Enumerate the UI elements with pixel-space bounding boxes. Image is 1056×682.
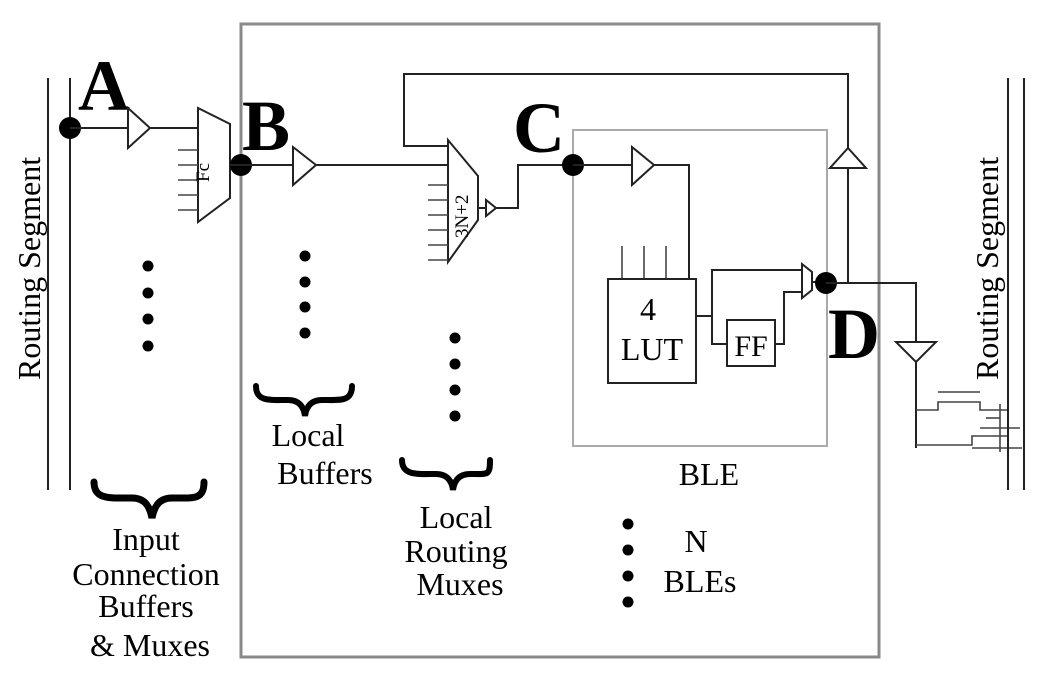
n-bles-label: N BLEs <box>664 523 737 599</box>
ble-input-buffer <box>631 144 656 188</box>
lut-label: 4 LUT <box>621 291 684 367</box>
right-routing-segment <box>1007 78 1025 490</box>
right-routing-segment-label: Routing Segment <box>969 157 1005 380</box>
local-buffer <box>292 144 318 188</box>
local-buffers-label: Local Buffers <box>272 417 373 491</box>
local-buffers-brace <box>253 383 355 417</box>
input-connection-buffer <box>127 105 152 151</box>
ff-block <box>726 319 776 367</box>
local-routing-muxes-brace <box>399 457 493 491</box>
input-connection-label: Input Connection Buffers & Muxes <box>72 521 228 663</box>
node-b-label: B <box>242 86 290 166</box>
local-routing-muxes-ellipsis <box>449 332 461 422</box>
n-bles-ellipsis <box>622 518 634 608</box>
lut-block <box>607 278 697 384</box>
node-d-label: D <box>828 294 880 374</box>
local-routing-muxes-label: Local Routing Muxes <box>404 499 515 602</box>
local-buffers-ellipsis <box>299 250 311 339</box>
local-routing-mux <box>428 137 479 266</box>
node-a-label: A <box>78 46 130 126</box>
left-routing-segment-label: Routing Segment <box>11 157 47 380</box>
cluster-border <box>239 22 881 659</box>
left-routing-segment <box>47 78 71 490</box>
feedback-wire <box>403 73 849 150</box>
node-c-label: C <box>513 88 565 168</box>
ff-label: FF <box>734 330 767 363</box>
ble-output-mux <box>801 261 813 301</box>
local-routing-mux-label: 3N+2 <box>452 195 473 238</box>
ble-output-buffer <box>893 341 939 364</box>
fc-mux-label: Fc <box>193 163 214 182</box>
ble-label: BLE <box>679 456 739 492</box>
mux-output-buffer <box>485 197 498 219</box>
fc-mux <box>178 106 231 224</box>
output-switches <box>916 391 1022 452</box>
input-connection-ellipsis <box>142 260 154 352</box>
input-connection-brace <box>90 478 208 519</box>
feedback-buffer <box>827 146 869 169</box>
